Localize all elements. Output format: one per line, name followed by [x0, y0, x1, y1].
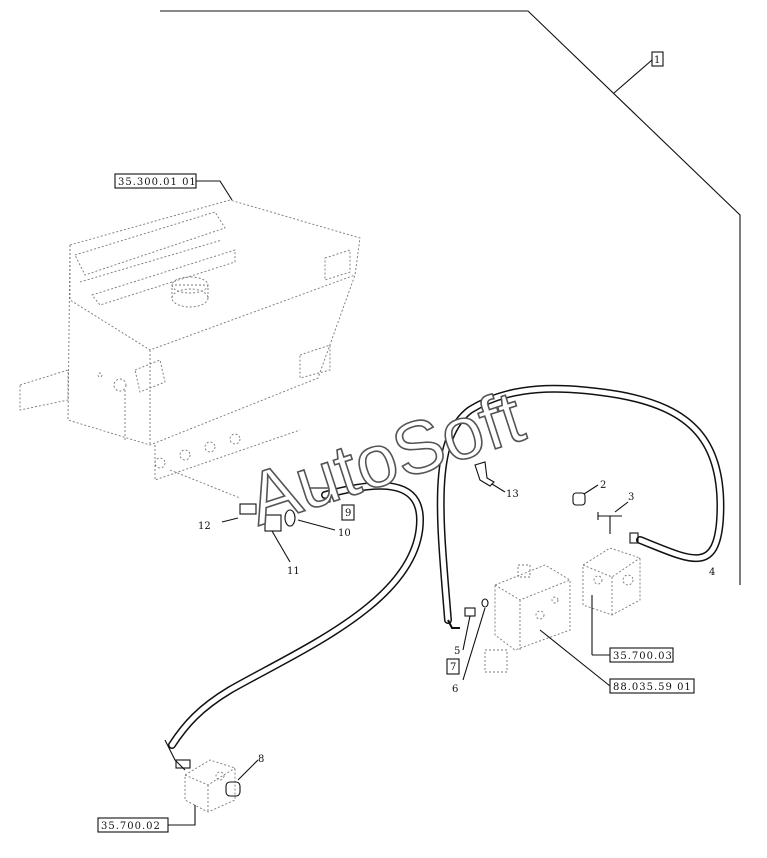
kit-box-label: 1	[654, 55, 660, 66]
callout-5: 5	[454, 646, 460, 657]
callout-numbers: 2 3 4 5 6 8 10 11 12 13	[198, 480, 715, 765]
hydraulic-tank	[19, 199, 361, 499]
callout-11: 11	[287, 566, 300, 577]
item7-box-label: 7	[450, 662, 456, 673]
callout-4: 4	[709, 567, 715, 578]
callout-13: 13	[506, 489, 519, 500]
valve-assembly-ref-label: 88.035.59 01	[613, 682, 692, 693]
callout-3: 3	[628, 492, 634, 503]
valve-block: 35.700.03	[582, 547, 674, 663]
kit-leader: 1	[160, 10, 741, 585]
tank-ref-label: 35.300.01 01	[118, 177, 197, 188]
item9-box-label: 9	[345, 508, 351, 519]
tank-reference: 35.300.01 01	[114, 173, 233, 201]
callout-8: 8	[258, 754, 264, 765]
valve-assembly: 88.035.59 01	[484, 564, 695, 694]
small-parts: 7	[446, 461, 629, 681]
callout-6: 6	[452, 684, 458, 695]
lower-hose	[164, 481, 425, 771]
callout-10: 10	[338, 528, 351, 539]
watermark: AutoSoft	[238, 374, 534, 541]
long-hose	[436, 384, 725, 629]
lower-block: 35.700.02	[97, 759, 259, 833]
left-fittings: 9	[221, 503, 355, 563]
callout-2: 2	[600, 480, 606, 491]
lower-block-ref-label: 35.700.02	[101, 821, 161, 832]
valve-block-ref-label: 35.700.03	[613, 651, 673, 662]
callout-12: 12	[198, 521, 211, 532]
